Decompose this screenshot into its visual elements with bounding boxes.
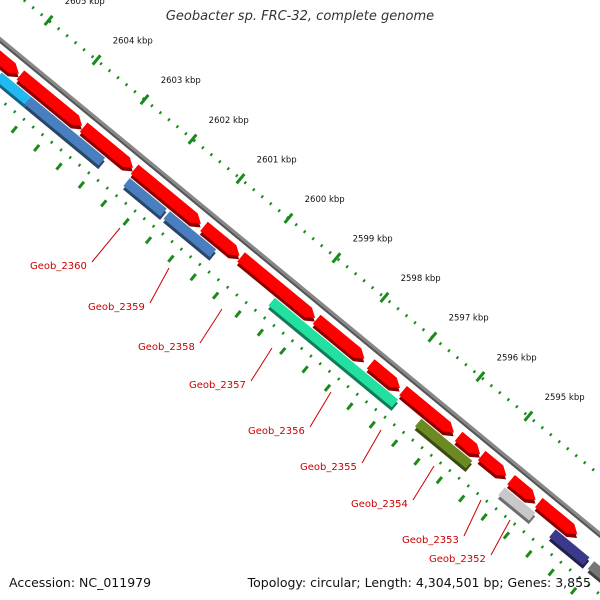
inner-ring-tick xyxy=(144,236,153,245)
inner-ring-tick xyxy=(323,383,332,392)
cog-category-bar xyxy=(268,297,399,408)
inner-ring-tick xyxy=(10,125,18,134)
ruler-tick-label: 2596 kbp xyxy=(497,353,537,363)
cds-gene-arrow xyxy=(79,122,133,168)
gene-label: Geob_2359 xyxy=(88,302,145,313)
inner-ring-tick xyxy=(525,549,533,559)
ruler-tick xyxy=(91,54,102,66)
cog-category-bar xyxy=(24,96,106,166)
ruler-tick xyxy=(235,173,246,185)
gene-label: Geob_2360 xyxy=(30,261,87,272)
cds-gene-arrow xyxy=(130,164,201,224)
ruler-tick-label: 2604 kbp xyxy=(113,37,153,47)
cds-gene-arrow xyxy=(507,475,536,500)
ruler-tick-label: 2598 kbp xyxy=(401,274,441,284)
cog-category-bar xyxy=(498,487,536,521)
cds-gene-arrow xyxy=(0,50,19,74)
cds-gene-arrow xyxy=(477,450,507,476)
inner-ring-tick xyxy=(256,328,265,337)
gene-label: Geob_2356 xyxy=(248,426,305,437)
ruler-tick xyxy=(475,371,486,383)
ruler-tick-label: 2599 kbp xyxy=(353,235,393,245)
inner-ring-tick xyxy=(458,494,466,503)
ruler-tick xyxy=(379,291,390,304)
cds-gene-arrow xyxy=(200,221,240,256)
cds-gene-arrow xyxy=(312,314,365,359)
ruler-tick-label: 2602 kbp xyxy=(209,116,249,126)
gene-label: Geob_2352 xyxy=(429,554,486,565)
ruler-tick-label: 2600 kbp xyxy=(305,195,345,205)
gene-label-leader xyxy=(463,499,482,537)
ruler-tick xyxy=(523,410,534,422)
ruler-tick xyxy=(43,14,54,27)
gene-label-leader xyxy=(199,308,223,344)
inner-ring-tick xyxy=(100,199,108,208)
ruler-tick xyxy=(331,252,342,264)
backbone-line xyxy=(0,36,600,536)
ruler-tick-label: 2603 kbp xyxy=(161,76,201,86)
inner-ring-tick xyxy=(32,143,41,153)
gene-label-leader xyxy=(361,429,382,464)
inner-ring-tick xyxy=(234,310,242,319)
gene-label-leader xyxy=(91,227,121,263)
gene-label: Geob_2353 xyxy=(402,535,459,546)
ruler-tick xyxy=(139,93,150,106)
inner-ring-tick xyxy=(480,513,488,522)
inner-ring-tick xyxy=(211,291,220,300)
inner-ring-tick xyxy=(547,568,555,577)
inner-ring-tick xyxy=(413,457,421,466)
inner-ring-tick xyxy=(122,217,130,226)
inner-ring-tick xyxy=(167,254,175,263)
cds-gene-arrow xyxy=(16,70,83,126)
ruler-tick-label: 2597 kbp xyxy=(449,314,489,324)
cog-category-bar xyxy=(549,529,590,566)
ruler-tick-label: 2595 kbp xyxy=(545,393,585,403)
cog-category-bar xyxy=(587,561,600,579)
gene-label: Geob_2358 xyxy=(138,342,195,353)
gene-label-leader xyxy=(412,465,435,501)
ruler-tick xyxy=(283,212,294,224)
gene-label: Geob_2354 xyxy=(351,499,408,510)
ruler-tick xyxy=(187,133,198,145)
cog-category-bar xyxy=(415,418,473,469)
cds-gene-arrow xyxy=(399,386,454,433)
inner-ring-tick xyxy=(502,531,511,540)
gene-label-leader xyxy=(250,347,273,382)
gene-label-leader xyxy=(490,519,511,556)
cds-gene-arrow xyxy=(454,431,481,455)
cog-category-bar xyxy=(0,72,31,105)
gene-label: Geob_2357 xyxy=(189,380,246,391)
inner-ring-tick xyxy=(301,365,309,374)
ruler-tick-label: 2605 kbp xyxy=(65,0,105,7)
inner-ring-tick xyxy=(435,476,444,485)
inner-ring-tick xyxy=(346,402,354,411)
inner-ring-tick xyxy=(368,420,376,429)
ruler-line xyxy=(21,0,600,478)
gene-label-leader xyxy=(309,391,332,428)
inner-ring-tick xyxy=(390,439,399,448)
gene-label-leader xyxy=(149,267,170,304)
cds-gene-arrow xyxy=(237,252,316,318)
gene-label: Geob_2355 xyxy=(300,462,357,473)
inner-ring-tick xyxy=(279,346,287,356)
ruler-tick-label: 2601 kbp xyxy=(257,155,297,165)
cds-gene-arrow xyxy=(366,359,400,388)
genome-summary-text: Topology: circular; Length: 4,304,501 bp… xyxy=(247,575,591,590)
inner-ring-tick xyxy=(55,162,63,171)
map-title: Geobacter sp. FRC-32, complete genome xyxy=(165,9,435,24)
cds-gene-arrow xyxy=(535,497,578,535)
ruler-tick xyxy=(427,331,438,343)
inner-ring-tick xyxy=(189,273,197,282)
accession-text: Accession: NC_011979 xyxy=(9,575,152,590)
inner-ring-tick xyxy=(569,586,578,595)
cog-category-bar xyxy=(123,178,167,217)
cog-category-bar xyxy=(163,211,217,258)
inner-ring-tick xyxy=(77,180,86,189)
